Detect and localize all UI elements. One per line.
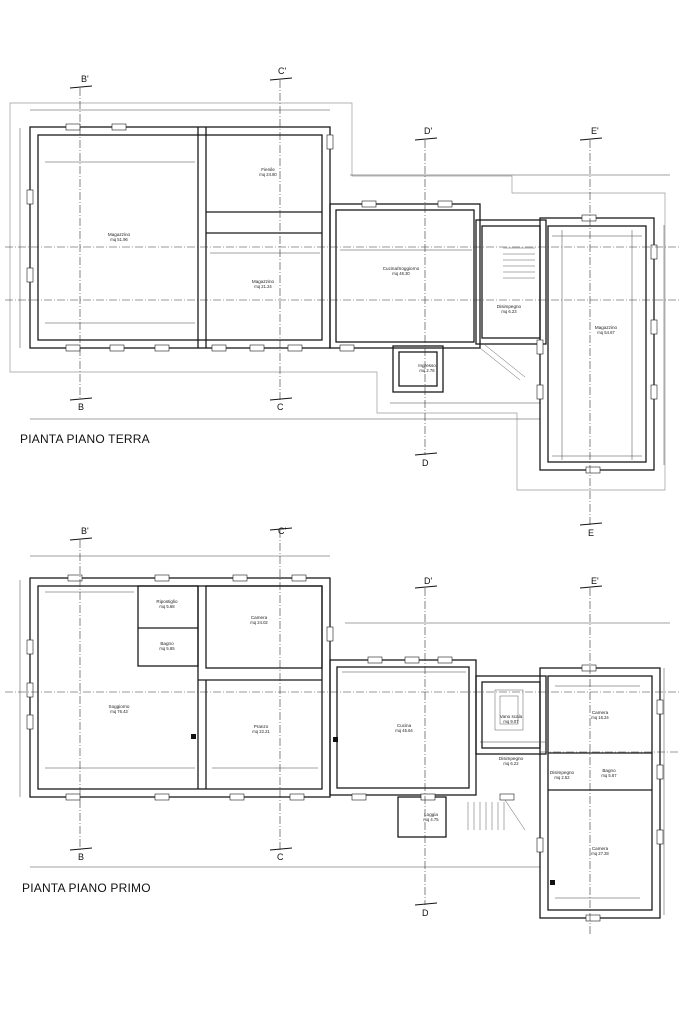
room-area: mq 76.43 — [110, 709, 128, 714]
axis-label: C' — [278, 66, 286, 76]
room-name: Bagno — [160, 641, 174, 646]
room-name: Magazzino — [252, 279, 275, 284]
room-lines-terra — [45, 161, 642, 460]
windows-primo — [26, 574, 664, 922]
room-lines-primo — [45, 591, 640, 899]
room-area: mq 27.28 — [591, 851, 609, 856]
room-area: mq 51.96 — [110, 237, 128, 242]
site-outline — [9, 102, 666, 491]
room-name: Camera — [592, 710, 609, 715]
axis-label: B — [78, 402, 84, 412]
room-name: Fienile — [261, 167, 275, 172]
axis-markers-primo — [69, 527, 603, 906]
room-name: Disimpegno — [550, 770, 575, 775]
axis-label: D' — [424, 126, 432, 136]
room-area: mq 5.65 — [159, 646, 175, 651]
room-area: mq 21.24 — [254, 284, 272, 289]
axis-label: D' — [424, 576, 432, 586]
axis-label: C' — [278, 526, 286, 536]
room-name: Camera — [592, 846, 609, 851]
axis-label: C — [277, 402, 284, 412]
plan-piano-primo: B' C' D' E' B C D Ripostiglio mq 5.68 Ba… — [5, 526, 680, 935]
room-name: Cucina — [397, 723, 412, 728]
room-name: Pranzo — [254, 724, 269, 729]
room-area: mq 24.80 — [259, 172, 277, 177]
room-name: Camera — [251, 615, 268, 620]
room-area: mq 9.07 — [503, 719, 519, 724]
stairs-terra — [479, 247, 535, 381]
room-area: mq 6.23 — [501, 309, 517, 314]
room-name: Cucina/Soggiorno — [383, 266, 420, 271]
axis-label: E' — [591, 576, 599, 586]
room-name: Loggia — [424, 812, 438, 817]
room-name: Bagno — [602, 768, 616, 773]
walls-terra — [29, 126, 655, 471]
room-area: mq 46.30 — [392, 271, 410, 276]
stairs-primo — [467, 689, 526, 831]
room-area: mq 4.75 — [423, 817, 439, 822]
axis-label: B' — [81, 526, 89, 536]
axis-markers-terra — [69, 77, 603, 526]
room-name: Disimpegno — [497, 304, 522, 309]
room-area: mq 2.76 — [419, 368, 435, 373]
room-area: mq 54.67 — [597, 330, 615, 335]
room-area: mq 5.68 — [159, 604, 175, 609]
room-area: mq 16.24 — [591, 715, 609, 720]
windows-terra — [26, 123, 658, 474]
room-name: Ingresso — [418, 363, 436, 368]
room-area: mq 6.22 — [503, 761, 519, 766]
plan-piano-terra: B' C' D' E' B C D E Magazzino mq 51.96 F… — [5, 66, 680, 538]
room-area: mq 2.52 — [554, 775, 570, 780]
axis-label: D — [422, 908, 429, 918]
axis-label: B — [78, 852, 84, 862]
room-area: mq 22.21 — [252, 729, 270, 734]
walls-primo — [29, 577, 661, 919]
title-piano-primo: PIANTA PIANO PRIMO — [22, 881, 151, 895]
room-name: Disimpegno — [499, 756, 524, 761]
title-piano-terra: PIANTA PIANO TERRA — [20, 432, 150, 446]
axis-label: B' — [81, 74, 89, 84]
room-name: Magazzino — [595, 325, 618, 330]
room-name: Soggiorno — [109, 704, 130, 709]
marker-icon — [191, 734, 196, 739]
dimension-lines — [19, 109, 670, 465]
axis-label: C — [277, 852, 284, 862]
room-name: Magazzino — [108, 232, 131, 237]
room-area: mq 45.64 — [395, 728, 413, 733]
marker-icon — [550, 880, 555, 885]
marker-icon — [333, 737, 338, 742]
room-name: Ripostiglio — [156, 599, 178, 604]
dimension-lines — [19, 555, 670, 915]
section-axes-terra — [5, 80, 680, 525]
room-area: mq 5.67 — [601, 773, 617, 778]
room-area: mq 24.02 — [250, 620, 268, 625]
section-axes-primo — [5, 530, 680, 935]
axis-label: E — [588, 528, 594, 538]
axis-label: E' — [591, 126, 599, 136]
axis-label: D — [422, 458, 429, 468]
room-name: Vano scala — [500, 714, 523, 719]
